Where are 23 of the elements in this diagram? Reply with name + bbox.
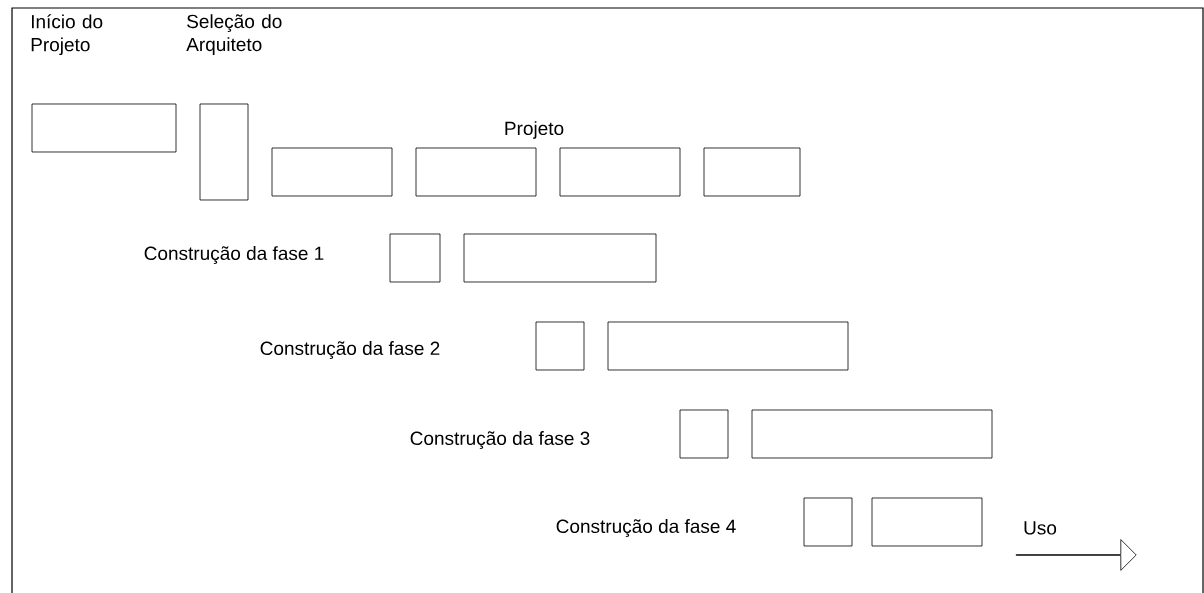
bar-box [751,409,993,459]
phase-label: Construção da fase 1 [144,246,324,264]
phase-label: Construção da fase 3 [410,431,590,449]
bar-box [271,147,393,197]
node-label: Início do Projeto [31,14,103,56]
bar-box [803,497,853,547]
node-label: Seleção do Arquiteto [186,14,282,55]
phase-label: Projeto [505,121,564,139]
task-box: Seleção do Arquiteto [186,14,282,201]
bar-box [607,321,849,371]
bar-box [389,233,441,283]
phase-label: Uso [1024,521,1057,535]
bar-box [679,409,729,459]
bar-box [463,233,657,283]
phase-label: Construção da fase 2 [260,341,440,359]
bar-box [703,147,801,197]
phase-label: Construção da fase 4 [556,519,736,537]
bar-box [871,497,983,547]
bar-box [535,321,585,371]
block-arrow [1015,539,1137,571]
bar-box [415,147,537,197]
bar-box [559,147,681,197]
task-box: Início do Projeto [31,14,177,153]
